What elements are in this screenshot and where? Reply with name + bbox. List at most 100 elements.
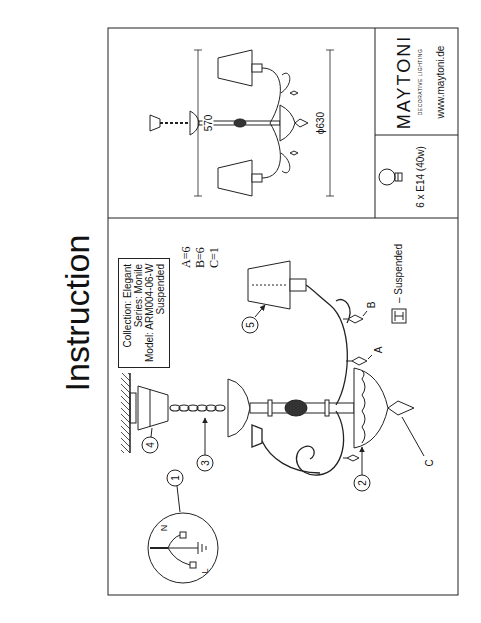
callout-circles-part (167, 470, 183, 486)
wiring-detail-part (198, 542, 199, 554)
chandelier-body-part (354, 368, 388, 448)
product-drawing-part (218, 50, 252, 86)
callout-number: 3 (200, 460, 211, 466)
crystal-drops-part (368, 355, 372, 359)
wiring-detail-part (168, 548, 198, 549)
product-drawing-part (281, 73, 290, 93)
product-drawing-part (160, 122, 190, 124)
dimension-lines-part (198, 50, 199, 196)
crystal-drops (343, 311, 372, 365)
part-count: A=6 (180, 247, 193, 268)
product-drawing-part (252, 174, 262, 182)
dimension-lines-part (194, 50, 202, 51)
product-drawing-part (252, 64, 262, 72)
wire-name: N (160, 525, 170, 532)
dimension-lines (194, 50, 334, 196)
wiring-detail (148, 513, 218, 583)
chandelier-body-part (388, 401, 414, 415)
wiring-detail-part (150, 547, 168, 549)
product-drawing-part (280, 105, 295, 141)
product-drawing (150, 50, 308, 196)
chandelier-body-part (362, 371, 365, 443)
bulb-icon (379, 169, 402, 185)
info-text: Collection: Elegant (122, 264, 133, 362)
product-drawing-part (295, 119, 308, 127)
wiring-detail-part (202, 544, 203, 552)
leader-lines-part (255, 305, 265, 317)
dimension-lines-part (194, 196, 202, 197)
ceiling-mount-part (138, 386, 168, 430)
ceiling-mount-part (121, 373, 130, 453)
callout-circles-part (354, 475, 370, 491)
crystal-drops-part (348, 315, 363, 323)
callout-circles-part (142, 437, 158, 453)
legend-symbol-part (392, 309, 406, 323)
frame-part (375, 28, 376, 218)
legend-symbol (392, 309, 406, 323)
chandelier-arms-part (262, 441, 320, 473)
callout-number: 5 (245, 322, 256, 328)
dimension-lines-part (326, 196, 334, 197)
dimension-lines-part (330, 50, 331, 196)
page-title: Instruction (59, 235, 96, 392)
dimension: 570 (203, 113, 214, 134)
chandelier-arms-part (296, 411, 343, 475)
bulb-icon-part (398, 173, 399, 181)
frame (108, 28, 458, 595)
brand-url: www.maytoni.de (435, 46, 446, 119)
callout-number: 4 (145, 442, 156, 448)
frame-part (108, 218, 458, 219)
info-text: Series: Monile (133, 264, 144, 362)
leader-lines-part (362, 447, 363, 475)
chandelier-body-part (285, 400, 307, 416)
callout-circles-part (242, 317, 258, 333)
lamp-shade-detail (248, 261, 306, 309)
info-text: Suspended (155, 264, 166, 362)
callout-number: 1 (170, 475, 181, 481)
frame-part (375, 135, 458, 136)
leader-lines (151, 305, 424, 512)
product-drawing-part (234, 119, 246, 127)
chain-part (215, 405, 225, 411)
wiring-detail-part (206, 546, 207, 550)
bulb-icon-part (379, 169, 395, 185)
part-letter: A (373, 347, 384, 354)
frame-part (108, 28, 458, 595)
legend-symbol-part (395, 316, 403, 317)
callout-number: 2 (357, 480, 368, 486)
brand-tagline: DECORATIVE LIGHTING (418, 49, 424, 116)
chandelier-arms (252, 285, 359, 475)
info-box: Collection: ElegantSeries: MonileModel: … (118, 258, 170, 368)
chandelier-arms-part (343, 455, 359, 461)
chain (170, 405, 225, 411)
lamp-shade-detail-part (290, 279, 306, 291)
leader-lines-part (205, 418, 206, 455)
leader-lines-part (402, 417, 424, 456)
wiring-detail-part (168, 535, 180, 548)
part-count: C=1 (208, 247, 221, 268)
wire-name: L (201, 568, 211, 573)
product-drawing-part (262, 68, 280, 123)
callout-circles (142, 317, 370, 491)
lamp-shade-detail-part (248, 261, 290, 309)
wiring-detail-part (168, 548, 190, 565)
dimension-lines-part (326, 50, 334, 51)
part-letter: B (366, 302, 377, 309)
bulb-icon-part (395, 173, 402, 181)
ceiling-mount-part (150, 389, 151, 427)
bulb-spec: 6 x E14 (40w) (415, 146, 426, 208)
leader-lines-part (177, 486, 180, 512)
crystal-drops-part (352, 357, 367, 365)
chandelier-body-part (268, 400, 272, 416)
chandelier-body-part (325, 400, 329, 416)
crystal-drops-part (363, 311, 367, 316)
chandelier-arms-part (252, 425, 262, 447)
wiring-detail-part (180, 532, 186, 538)
product-drawing-part (218, 160, 252, 196)
chandelier-body-part (228, 379, 250, 437)
legend-symbol-part (403, 312, 404, 320)
legend-text: – Suspended (393, 244, 404, 303)
product-drawing-part (290, 91, 298, 155)
wiring-detail-part (148, 513, 218, 583)
